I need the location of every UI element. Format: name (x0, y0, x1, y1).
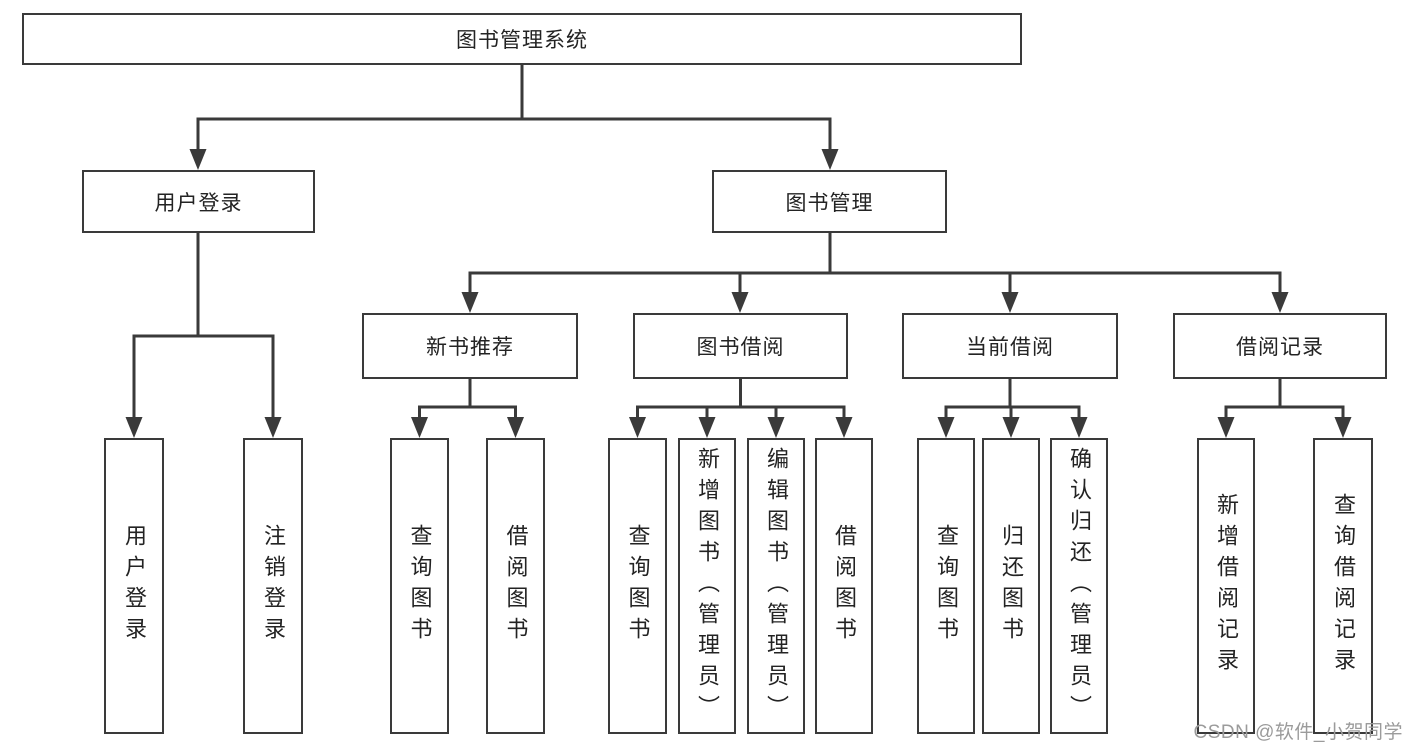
connector-current-borrow (937, 379, 1088, 438)
csdn-watermark: CSDN @软件_小贺同学 (1193, 722, 1403, 743)
section-new-book-recommend-label: 新书推荐 (426, 336, 514, 359)
leaf-edit-book-admin: 编辑图书（管理员） (747, 438, 805, 734)
branch-book-management: 图书管理 (712, 170, 947, 233)
leaf-user-login: 用户登录 (104, 438, 164, 734)
branch-user-login-label: 用户登录 (154, 191, 243, 215)
leaf-query-books-recommend: 查询图书 (390, 438, 449, 734)
leaf-add-book-admin-label: 新增图书（管理员） (695, 446, 720, 726)
leaf-query-books-borrow-label: 查询图书 (625, 524, 651, 648)
branch-book-management-label: 图书管理 (785, 191, 874, 215)
section-current-borrow: 当前借阅 (902, 313, 1118, 379)
section-new-book-recommend: 新书推荐 (362, 313, 578, 379)
section-current-borrow-label: 当前借阅 (966, 336, 1054, 359)
leaf-query-books-borrow: 查询图书 (608, 438, 667, 734)
root-node: 图书管理系统 (22, 13, 1022, 65)
leaf-user-login-label: 用户登录 (122, 524, 147, 648)
section-book-borrow-label: 图书借阅 (696, 336, 785, 359)
connector-book-management (461, 233, 1289, 313)
section-book-borrow: 图书借阅 (633, 313, 848, 379)
leaf-borrow-books: 借阅图书 (815, 438, 873, 734)
leaf-borrow-books-recommend-label: 借阅图书 (503, 524, 529, 648)
connector-new-book-recommend (411, 379, 524, 438)
connector-borrow-records (1217, 379, 1352, 438)
leaf-logout: 注销登录 (243, 438, 303, 734)
leaf-query-books-current-label: 查询图书 (934, 524, 959, 648)
leaf-borrow-books-recommend: 借阅图书 (486, 438, 545, 734)
leaf-return-books-label: 归还图书 (999, 524, 1024, 648)
leaf-confirm-return-admin-label: 确认归还（管理员） (1067, 446, 1092, 726)
connector-book-borrow (629, 379, 853, 438)
leaf-logout-label: 注销登录 (261, 524, 286, 648)
leaf-confirm-return-admin: 确认归还（管理员） (1050, 438, 1108, 734)
connector-user-login (125, 233, 282, 438)
leaf-query-borrow-record-label: 查询借阅记录 (1331, 493, 1356, 679)
leaf-return-books: 归还图书 (982, 438, 1040, 734)
leaf-query-books-recommend-label: 查询图书 (407, 524, 433, 648)
leaf-edit-book-admin-label: 编辑图书（管理员） (764, 446, 789, 726)
leaf-query-books-current: 查询图书 (917, 438, 975, 734)
root-node-label: 图书管理系统 (456, 29, 588, 52)
connector-root (189, 64, 839, 170)
leaf-add-book-admin: 新增图书（管理员） (678, 438, 736, 734)
branch-user-login: 用户登录 (82, 170, 315, 233)
leaf-add-borrow-record: 新增借阅记录 (1197, 438, 1255, 734)
leaf-query-borrow-record: 查询借阅记录 (1313, 438, 1373, 734)
leaf-borrow-books-label: 借阅图书 (832, 524, 857, 648)
section-borrow-records: 借阅记录 (1173, 313, 1387, 379)
leaf-add-borrow-record-label: 新增借阅记录 (1214, 493, 1239, 679)
section-borrow-records-label: 借阅记录 (1236, 336, 1324, 359)
